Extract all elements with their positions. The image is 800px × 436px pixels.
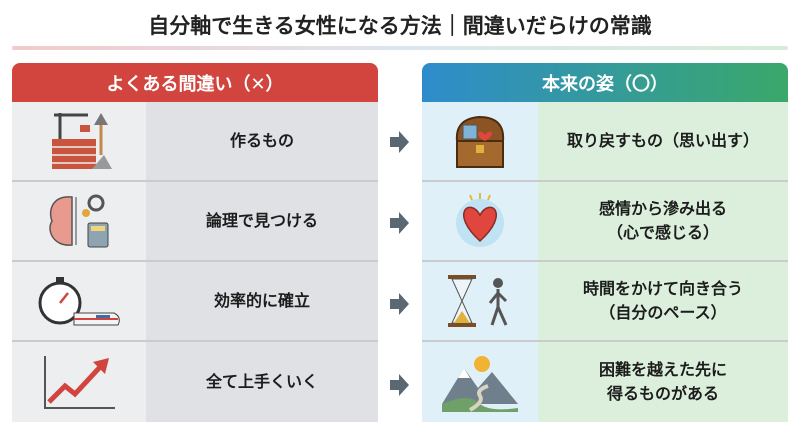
stopwatch-train-icon — [12, 262, 146, 340]
mountain-path-icon — [422, 342, 538, 422]
correct-header: 本来の姿（〇） — [422, 63, 788, 102]
wrong-text: 全て上手くいく — [205, 372, 318, 391]
correct-row: 取り戻すもの（思い出す） — [422, 102, 788, 182]
arrow-right-icon — [390, 374, 409, 396]
wrong-row: 効率的に確立 — [12, 262, 378, 342]
brain-calculator-icon — [12, 182, 146, 260]
correct-subtext: （心で感じる） — [606, 223, 719, 242]
correct-text: 時間をかけて向き合う — [582, 279, 743, 298]
divider — [12, 46, 788, 50]
heart-icon — [422, 182, 538, 260]
correct-panel: 本来の姿（〇） 取り戻すもの（思い出す） 感情から滲み出る （心で感じる） 時間を… — [422, 63, 788, 426]
correct-row: 困難を越えた先に得るものがある — [422, 342, 788, 422]
correct-subtext: 得るものがある — [606, 384, 719, 403]
arrow-right-icon — [390, 131, 409, 153]
arrow-right-icon — [390, 212, 409, 234]
arrow-right-icon — [390, 293, 409, 315]
wrong-header: よくある間違い（✕） — [12, 63, 378, 102]
correct-text: 困難を越えた先に — [598, 360, 727, 379]
correct-text: 取り戻すもの（思い出す） — [566, 131, 759, 150]
wrong-row: 作るもの — [12, 102, 378, 182]
page-title: 自分軸で生きる女性になる方法｜間違いだらけの常識 — [148, 14, 652, 38]
correct-row: 時間をかけて向き合う （自分のペース） — [422, 262, 788, 342]
wrong-panel: よくある間違い（✕） 作るもの 論理で見つける 効率的に確立 全て上手くいく — [12, 63, 378, 426]
wrong-text: 論理で見つける — [205, 211, 318, 230]
hourglass-walker-icon — [422, 262, 538, 340]
wrong-row: 全て上手くいく — [12, 342, 378, 422]
wrong-text: 効率的に確立 — [213, 291, 310, 310]
construction-icon — [12, 102, 146, 180]
correct-text: 感情から滲み出る — [598, 199, 727, 218]
correct-subtext: （自分のペース） — [599, 303, 727, 322]
treasure-chest-icon — [422, 102, 538, 180]
wrong-text: 作るもの — [229, 131, 294, 150]
wrong-row: 論理で見つける — [12, 182, 378, 262]
correct-row: 感情から滲み出る （心で感じる） — [422, 182, 788, 262]
rising-graph-icon — [12, 342, 146, 422]
